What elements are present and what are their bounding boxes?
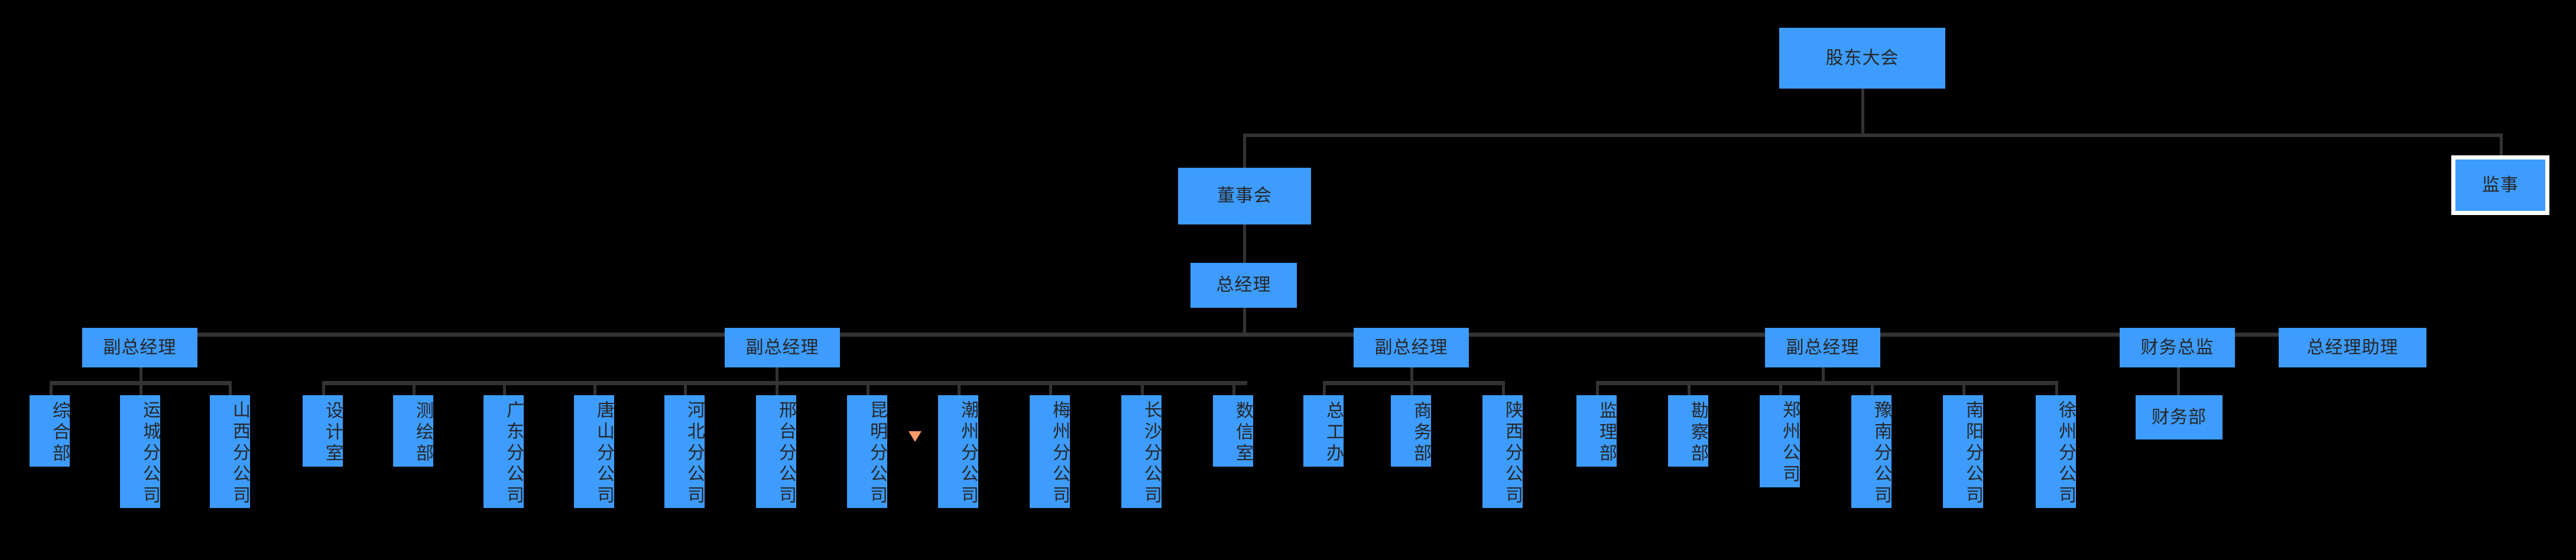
node-general-manager[interactable]: 总经理 [1190,263,1297,308]
connector-group1-drop-1 [139,381,142,395]
node-leaf-finance-dept[interactable]: 财务部 [2136,395,2223,439]
connector-group3-drop-1 [1410,381,1413,395]
node-leaf-shanxi-branch[interactable]: 山西分公司 [210,395,250,508]
node-leaf-xuzhou-branch[interactable]: 徐州分公司 [2036,395,2076,508]
connector-dgm3-down [1410,367,1413,385]
node-deputy-general-manager-1[interactable]: 副总经理 [82,328,197,367]
connector-dgm2-down [776,367,778,385]
node-gm-assistant[interactable]: 总经理助理 [2279,328,2426,367]
connector-board-to-gm [1243,224,1246,263]
node-leaf-changsha-branch[interactable]: 长沙分公司 [1121,395,1162,508]
node-leaf-meizhou-branch[interactable]: 梅州分公司 [1030,395,1070,508]
connector-group4-drop-3 [1871,381,1874,395]
connector-group4-drop-5 [2055,381,2058,395]
connector-group2-drop-5 [776,381,778,395]
connector-supervisor-down [2500,134,2503,159]
connector-group2-drop-0 [322,381,325,395]
node-deputy-general-manager-2[interactable]: 副总经理 [725,328,840,367]
node-leaf-yunan-branch[interactable]: 豫南分公司 [1851,395,1892,508]
node-leaf-kunming-branch[interactable]: 昆明分公司 [847,395,887,508]
node-leaf-supervision-dept[interactable]: 监理部 [1576,395,1617,467]
connector-group2-drop-3 [593,381,596,395]
cursor-pointer-icon [909,431,922,442]
connector-group1-drop-0 [50,381,53,395]
node-leaf-guangdong-branch[interactable]: 广东分公司 [484,395,524,508]
node-leaf-yuncheng-branch[interactable]: 运城分公司 [120,395,160,508]
connector-group4-drop-0 [1596,381,1599,395]
connector-group2-drop-7 [958,381,961,395]
node-leaf-data-info-office[interactable]: 数信室 [1213,395,1253,467]
node-leaf-zhengzhou-company[interactable]: 郑州公司 [1760,395,1800,487]
connector-group2-drop-9 [1141,381,1144,395]
node-leaf-tangshan-branch[interactable]: 唐山分公司 [574,395,614,508]
connector-group4-drop-4 [1962,381,1965,395]
connector-group3-drop-2 [1502,381,1505,395]
connector-group2-drop-6 [867,381,870,395]
connector-dgm1-down [139,367,142,385]
node-leaf-hebei-branch[interactable]: 河北分公司 [664,395,705,508]
connector-group2-drop-10 [1232,381,1235,395]
connector-level2-bus [1244,134,2503,137]
node-leaf-chief-engineer-office[interactable]: 总工办 [1303,395,1344,467]
node-leaf-comprehensive-dept[interactable]: 综合部 [30,395,70,467]
node-leaf-exploration-dept[interactable]: 勘察部 [1668,395,1708,467]
connector-group3-drop-0 [1323,381,1326,395]
connector-root-down [1861,89,1864,134]
connector-cfo-down [2177,367,2180,395]
node-supervisor[interactable]: 监事 [2451,155,2549,215]
connector-group2-drop-8 [1049,381,1052,395]
node-cfo[interactable]: 财务总监 [2120,328,2235,367]
connector-group1-drop-2 [229,381,232,395]
connector-dgm4-down [1822,367,1825,385]
connector-group4-bus [1596,381,2058,385]
node-deputy-general-manager-4[interactable]: 副总经理 [1765,328,1880,367]
node-leaf-surveying-dept[interactable]: 测绘部 [393,395,433,467]
node-leaf-business-dept[interactable]: 商务部 [1391,395,1431,467]
node-leaf-xingtai-branch[interactable]: 邢台分公司 [756,395,796,508]
connector-group4-drop-1 [1688,381,1691,395]
connector-group2-drop-2 [503,381,506,395]
connector-level4-bus [141,333,2354,337]
connector-gm-down [1243,308,1246,334]
node-leaf-design-office[interactable]: 设计室 [303,395,343,467]
connector-group2-drop-1 [413,381,416,395]
connector-board-down [1243,134,1246,168]
node-leaf-nanyang-branch[interactable]: 南阳分公司 [1943,395,1983,508]
node-shareholders-meeting[interactable]: 股东大会 [1779,28,1945,89]
connector-group2-drop-4 [684,381,687,395]
node-board-of-directors[interactable]: 董事会 [1178,168,1311,224]
connector-group4-drop-2 [1779,381,1782,395]
node-deputy-general-manager-3[interactable]: 副总经理 [1354,328,1469,367]
connector-group2-bus [322,381,1247,385]
node-leaf-shaanxi-branch[interactable]: 陕西分公司 [1482,395,1523,508]
connector-group3-bus [1323,381,1505,385]
node-leaf-chaozhou-branch[interactable]: 潮州分公司 [938,395,978,508]
